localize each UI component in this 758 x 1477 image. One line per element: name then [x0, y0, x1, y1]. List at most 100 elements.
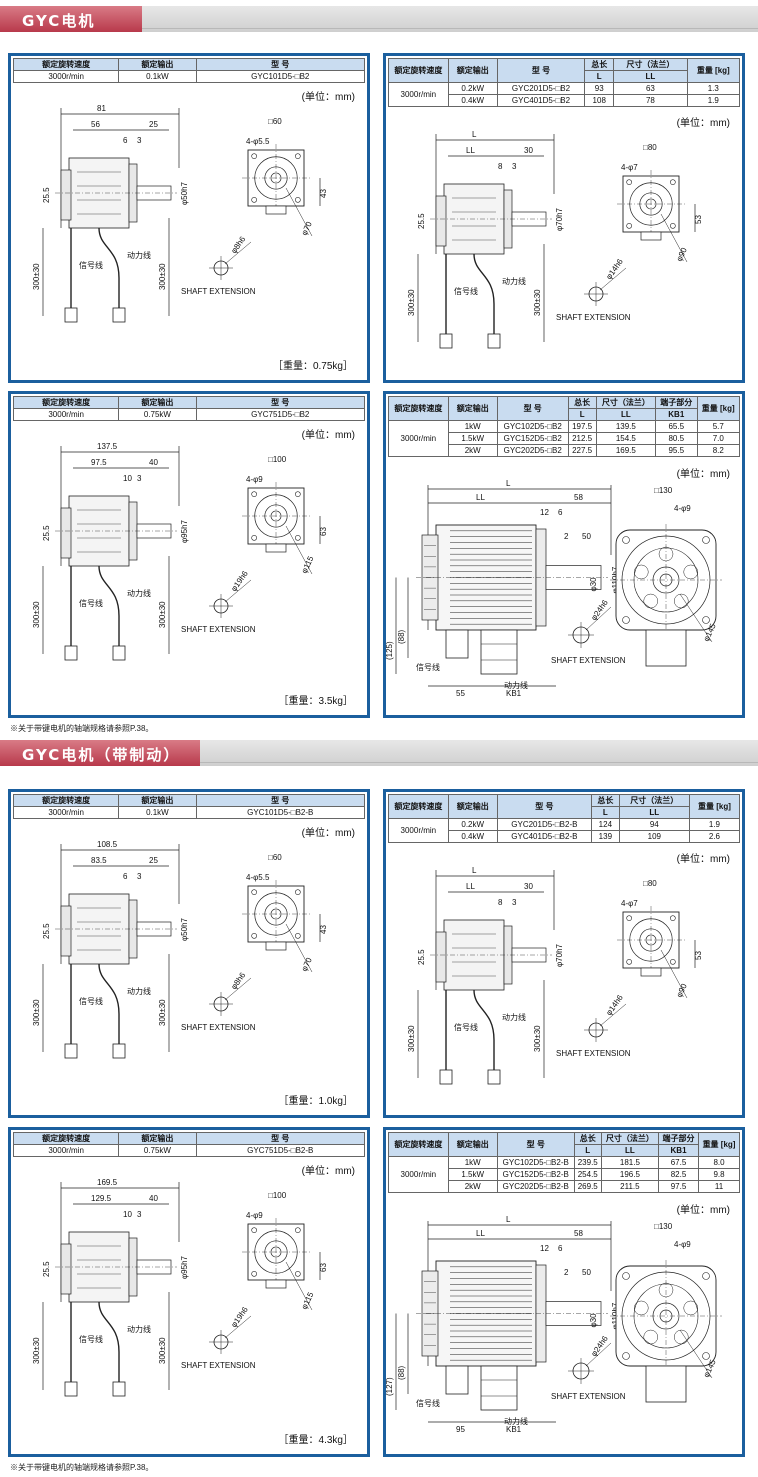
signal-cable-label: 信号线: [79, 996, 103, 1006]
dimension-label: 43: [319, 189, 328, 198]
dimension-label: L: [506, 479, 511, 488]
signal-terminal-box: [445, 1365, 469, 1395]
dimension-label: 300±30: [32, 263, 41, 290]
dimension-label: 3: [137, 136, 142, 145]
dimension-label: 300±30: [32, 601, 41, 628]
power-cable: [98, 1301, 120, 1382]
table-cell: 额定输出: [118, 396, 197, 409]
encoder-cap: [60, 169, 72, 221]
table-cell: 3000r/min: [388, 1156, 449, 1193]
dimension-label: □130: [654, 486, 673, 495]
dimension-label: L: [472, 866, 477, 875]
dimension-label: φ30: [589, 1313, 598, 1328]
shaft-extension-label: SHAFT EXTENSION: [181, 1023, 256, 1032]
unit-label: (单位：mm): [301, 92, 355, 103]
footnote: ※关于带键电机的轴端规格请参照P.38。: [10, 1463, 154, 1472]
encoder-cap: [60, 905, 72, 957]
signal-cable-label: 信号线: [416, 662, 440, 672]
section-header-gyc-brake: GYC电机（带制动）: [0, 740, 758, 766]
dimension-label: 137.5: [97, 442, 118, 451]
dimension-label: φ24h6: [589, 598, 610, 622]
table-cell: 2.6: [688, 830, 741, 843]
dimension-label: 58: [574, 493, 583, 502]
power-cable: [98, 227, 120, 308]
signal-connector: [64, 307, 78, 323]
table-cell: 0.75kW: [118, 408, 197, 421]
dimension-label: LL: [476, 1229, 485, 1238]
table-cell: GYC101D5-□B2-B: [195, 806, 366, 819]
table-cell: L: [584, 70, 615, 83]
dimension-label: 4-φ7: [621, 899, 638, 908]
table-cell: 额定旋转速度: [388, 794, 449, 819]
table-cell: 尺寸（法兰）: [600, 1132, 660, 1145]
table-cell: 额定旋转速度: [12, 58, 120, 71]
dimension-label: 25.5: [42, 525, 51, 541]
dimension-label: 300±30: [533, 1025, 542, 1052]
table-cell: 额定输出: [447, 1132, 498, 1157]
shaft-extension-label: SHAFT EXTENSION: [551, 656, 626, 665]
dimension-label: 2: [564, 532, 569, 541]
dimension-label: 97.5: [91, 458, 107, 467]
table-cell: 1.9: [686, 94, 741, 107]
dimension-label: φ30: [589, 577, 598, 592]
dimension-label: 56: [91, 120, 100, 129]
table-cell: 型 号: [496, 1132, 575, 1157]
signal-cable-label: 信号线: [454, 1022, 478, 1032]
dimension-label: 6: [123, 136, 128, 145]
dimension-label: 25.5: [417, 949, 426, 965]
dimension-label: 83.5: [91, 856, 107, 865]
dimension-label: 169.5: [97, 1178, 118, 1187]
dimension-label: □80: [643, 879, 657, 888]
table-cell: GYC401D5-□B2: [496, 94, 586, 107]
terminal-box-front: [645, 1365, 687, 1403]
dimension-label: 3: [512, 898, 517, 907]
dimension-label: φ70: [300, 956, 314, 973]
weight-label: ［重量：4.3kg］: [278, 1435, 353, 1446]
dimension-label: φ95h7: [180, 1255, 189, 1279]
dimension-label: φ70h7: [555, 943, 564, 967]
dimension-label: 25: [149, 120, 158, 129]
table-cell: L: [567, 408, 597, 421]
power-connector: [112, 1381, 126, 1397]
dimension-label: 40: [149, 458, 158, 467]
dimension-label: 58: [574, 1229, 583, 1238]
table-cell: 重量 [kg]: [696, 396, 740, 421]
power-cable-label: 动力线: [502, 1012, 526, 1022]
dimension-label: φ8h6: [229, 970, 247, 991]
table-cell: 1.3: [686, 82, 741, 95]
dimension-label: (127): [385, 1377, 394, 1396]
table-cell: 额定输出: [447, 396, 498, 421]
table-header-row: 额定旋转速度额定输出型 号: [12, 396, 366, 409]
table-cell: 95.5: [655, 444, 698, 457]
shaft-extension-label: SHAFT EXTENSION: [181, 1361, 256, 1370]
dimension-label: 2: [564, 1268, 569, 1277]
dimension-label: 30: [524, 146, 533, 155]
power-cable-label: 动力线: [127, 1324, 151, 1334]
table-cell: 8.2: [696, 444, 740, 457]
dimension-label: 4-φ9: [246, 475, 263, 484]
dimension-label: 4-φ5.5: [246, 873, 270, 882]
dimension-label: 25.5: [42, 923, 51, 939]
table-cell: 211.5: [600, 1180, 660, 1193]
unit-label: (单位：mm): [301, 430, 355, 441]
dimension-label: 4-φ9: [674, 1240, 691, 1249]
power-terminal-box: [480, 1365, 518, 1411]
signal-cable-label: 信号线: [79, 598, 103, 608]
dimension-label: 4-φ7: [621, 163, 638, 172]
dimension-label: φ50h7: [180, 917, 189, 941]
table-cell: 额定旋转速度: [388, 1132, 449, 1157]
power-connector: [112, 307, 126, 323]
